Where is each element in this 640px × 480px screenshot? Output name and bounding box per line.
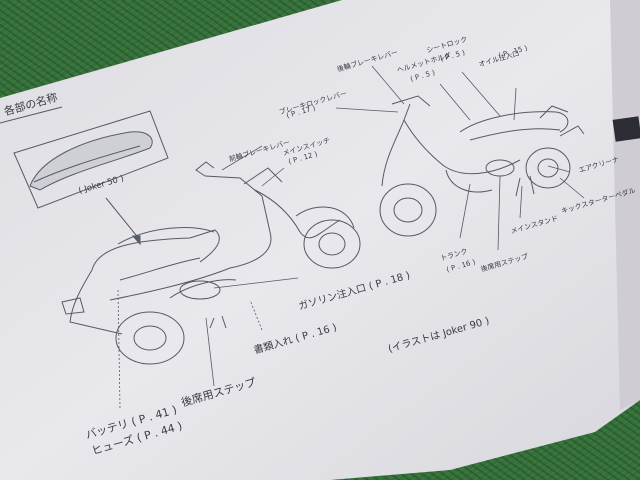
leader-rear-step-r	[497, 175, 501, 251]
leader-brake-lock	[335, 107, 399, 113]
leader-front-brake	[221, 145, 263, 171]
inset-box	[13, 110, 169, 209]
leader-rear-step-l	[205, 317, 215, 387]
front-wheel-2	[379, 183, 437, 237]
leader-air-cleaner	[547, 165, 571, 173]
leader-rear-brake	[371, 65, 405, 105]
rear-wheel-2	[525, 147, 571, 189]
leader-document	[249, 299, 263, 331]
leader-main-stand	[519, 185, 523, 219]
leader-oil	[513, 87, 517, 121]
front-wheel	[303, 219, 361, 269]
leader-trunk	[459, 183, 471, 239]
leader-kick	[559, 177, 585, 199]
rear-wheel	[115, 311, 185, 365]
leader-main-switch	[261, 167, 285, 187]
leader-helmet	[439, 83, 471, 121]
leader-fuel	[213, 277, 299, 289]
leader-seat-lock	[461, 71, 501, 117]
